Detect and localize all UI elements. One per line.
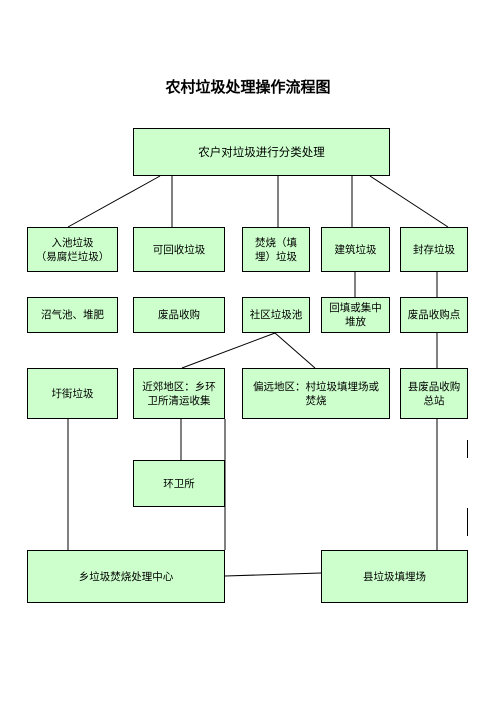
node-county-scrap: 县废品收购 总站 — [400, 368, 468, 419]
node-market-waste: 圩街垃圾 — [27, 368, 118, 419]
edge-pit-remote — [274, 332, 316, 369]
margin-mark — [467, 440, 468, 458]
node-construction: 建筑垃圾 — [321, 227, 390, 272]
node-remote: 偏远地区：村垃圾填埋场或 焚烧 — [242, 368, 390, 419]
margin-mark — [467, 508, 468, 536]
node-recyclable: 可回收垃圾 — [133, 227, 225, 272]
edge-township-landfill — [224, 572, 322, 577]
node-biogas: 沼气池、堆肥 — [27, 297, 118, 333]
node-sealed: 封存垃圾 — [400, 227, 468, 272]
node-scrap-point: 废品收购点 — [400, 297, 468, 333]
edge-root-sealed — [369, 175, 449, 228]
edge-root-compost — [67, 175, 161, 228]
node-township-center: 乡垃圾焚烧处理中心 — [27, 550, 225, 603]
node-scrap-buy: 废品收购 — [133, 297, 225, 333]
node-community-pit: 社区垃圾池 — [242, 297, 310, 333]
edge-pit-suburb — [181, 332, 276, 369]
node-root: 农户对垃圾进行分类处理 — [133, 128, 390, 176]
node-backfill: 回填或集中 堆放 — [321, 297, 390, 333]
node-compost-input: 入池垃圾 （易腐烂垃圾） — [27, 227, 118, 272]
node-sanitation: 环卫所 — [133, 460, 225, 507]
page-title: 农村垃圾处理操作流程图 — [165, 78, 331, 96]
node-incinerate: 焚烧（填 埋）垃圾 — [242, 227, 310, 272]
node-suburb: 近郊地区：乡环 卫所清运收集 — [133, 368, 225, 419]
node-county-landfill: 县垃圾填埋场 — [321, 550, 468, 603]
